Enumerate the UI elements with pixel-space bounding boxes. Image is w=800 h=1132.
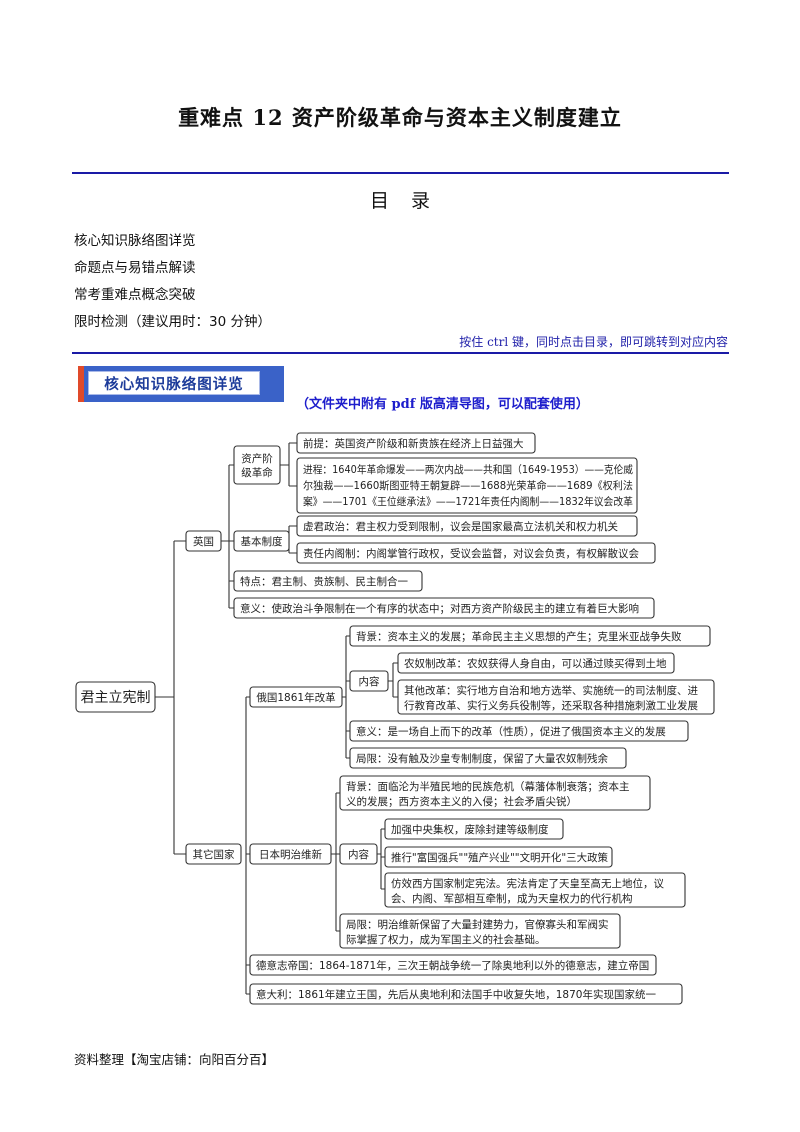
node-japan-limitation-line-1: 局限：明治维新保留了大量封建势力，官僚寡头和军阀实 bbox=[346, 918, 609, 931]
node-other-reform-line-2: 行教育改革、实行义务兵役制等，还采取各种措施刺激工业发展 bbox=[404, 699, 698, 712]
node-cabinet-label: 责任内阁制：内阁掌管行政权，受议会监督，对议会负责，有权解散议会 bbox=[303, 547, 639, 560]
node-russia-content bbox=[349, 670, 389, 692]
node-premise-label: 前提：英国资产阶级和新贵族在经济上日益强大 bbox=[303, 437, 524, 450]
node-italy bbox=[249, 983, 683, 1005]
node-centralize bbox=[384, 818, 564, 840]
node-russia-limitation-label: 局限：没有触及沙皇专制制度，保留了大量农奴制残余 bbox=[356, 752, 608, 765]
node-root-label: 君主立宪制 bbox=[81, 689, 151, 706]
node-russia-content-label: 内容 bbox=[359, 675, 380, 688]
node-japan-background-line-2: 义的发展；西方资本主义的入侵；社会矛盾尖锐） bbox=[346, 795, 577, 808]
node-centralize-label: 加强中央集权，废除封建等级制度 bbox=[391, 823, 549, 836]
node-japan-background bbox=[339, 775, 651, 811]
pdf-tip: （文件夹中附有 pdf 版高清导图，可以配套使用） bbox=[296, 397, 589, 412]
node-root bbox=[75, 681, 156, 713]
toc-item-concepts[interactable]: 常考重难点概念突破 bbox=[74, 287, 196, 303]
node-three-policies-label: 推行"富国强兵""殖产兴业""文明开化"三大政策 bbox=[391, 851, 608, 864]
node-feature bbox=[233, 570, 423, 592]
node-uk-significance bbox=[233, 597, 655, 619]
node-japan-content-label: 内容 bbox=[348, 848, 369, 861]
node-process-line-1: 进程：1640年革命爆发——两次内战——共和国（1649-1953）——克伦威 bbox=[303, 463, 633, 476]
node-russia-limitation bbox=[349, 747, 627, 769]
node-japan-label: 日本明治维新 bbox=[259, 848, 322, 861]
banner-accent bbox=[78, 366, 84, 402]
node-japan-background-line-1: 背景：面临沦为半殖民地的民族危机（幕藩体制衰落；资本主 bbox=[346, 780, 630, 793]
node-others bbox=[185, 843, 242, 865]
ctrl-click-tip: 按住 ctrl 键，同时点击目录，即可跳转到对应内容 bbox=[459, 335, 728, 349]
node-russia-significance-label: 意义：是一场自上而下的改革（性质），促进了俄国资本主义的发展 bbox=[356, 725, 666, 738]
banner-box: 核心知识脉络图详览 bbox=[88, 371, 260, 395]
node-japan-limitation-line-2: 际掌握了权力，成为军国主义的社会基础。 bbox=[346, 933, 546, 946]
node-russia-significance bbox=[349, 720, 689, 742]
node-revolution bbox=[233, 445, 281, 485]
node-italy-label: 意大利：1861年建立王国，先后从奥地利和法国手中收复失地，1870年实现国家统… bbox=[256, 988, 656, 1001]
node-other-reform bbox=[397, 679, 715, 715]
toc-item-mindmap[interactable]: 核心知识脉络图详览 bbox=[74, 233, 196, 249]
node-cabinet bbox=[296, 542, 656, 564]
node-system-label: 基本制度 bbox=[241, 535, 283, 548]
node-process-line-3: 案》——1701《王位继承法》——1721年责任内阁制——1832年议会改革 bbox=[303, 495, 633, 508]
node-uk bbox=[185, 530, 222, 552]
page-title: 重难点 12 资产阶级革命与资本主义制度建立 bbox=[178, 105, 622, 130]
node-russia-background-label: 背景：资本主义的发展；革命民主主义思想的产生；克里米亚战争失败 bbox=[356, 630, 682, 643]
section-banner: 核心知识脉络图详览 bbox=[78, 366, 284, 402]
node-other-reform-line-1: 其他改革：实行地方自治和地方选举、实施统一的司法制度、进 bbox=[404, 684, 698, 697]
banner-label: 核心知识脉络图详览 bbox=[104, 376, 244, 393]
node-germany bbox=[249, 954, 657, 976]
node-feature-label: 特点：君主制、贵族制、民主制合一 bbox=[240, 575, 408, 588]
toc-item-points[interactable]: 命题点与易错点解读 bbox=[74, 260, 196, 276]
node-constitutional bbox=[296, 515, 638, 537]
toc-heading: 目录 bbox=[369, 190, 452, 212]
node-japan bbox=[249, 843, 332, 865]
node-revolution-label-2: 级革命 bbox=[241, 466, 273, 479]
title-divider bbox=[72, 172, 729, 174]
node-uk-label: 英国 bbox=[193, 535, 214, 548]
node-constitution-line-2: 会、内阁、军部相互牵制，成为天皇权力的代行机构 bbox=[391, 892, 633, 905]
node-revolution-label-1: 资产阶 bbox=[241, 452, 273, 465]
node-russia bbox=[249, 686, 343, 708]
toc-divider bbox=[72, 352, 729, 354]
node-serf-reform-label: 农奴制改革：农奴获得人身自由，可以通过赎买得到土地 bbox=[404, 657, 667, 670]
footer-source: 资料整理【淘宝店铺：向阳百分百】 bbox=[74, 1052, 275, 1067]
node-russia-label: 俄国1861年改革 bbox=[256, 691, 335, 704]
node-uk-significance-label: 意义：使政治斗争限制在一个有序的状态中；对西方资产阶级民主的建立有着巨大影响 bbox=[240, 602, 639, 615]
node-japan-limitation bbox=[339, 913, 621, 949]
node-serf-reform bbox=[397, 652, 675, 674]
node-premise bbox=[296, 432, 536, 454]
node-others-label: 其它国家 bbox=[193, 848, 235, 861]
node-three-policies bbox=[384, 846, 613, 868]
node-constitution bbox=[384, 872, 686, 908]
node-process-line-2: 尔独裁——1660斯图亚特王朝复辟——1688光荣革命——1689《权利法 bbox=[303, 479, 633, 492]
node-germany-label: 德意志帝国：1864-1871年，三次王朝战争统一了除奥地利以外的德意志，建立帝… bbox=[256, 959, 649, 972]
node-russia-background bbox=[349, 625, 711, 647]
node-constitution-line-1: 仿效西方国家制定宪法。宪法肯定了天皇至高无上地位，议 bbox=[391, 877, 664, 890]
node-constitutional-label: 虚君政治：君主权力受到限制，议会是国家最高立法机关和权力机关 bbox=[303, 520, 618, 533]
node-japan-content bbox=[339, 843, 378, 865]
node-system bbox=[233, 530, 290, 552]
toc-item-test[interactable]: 限时检测（建议用时：30 分钟） bbox=[74, 314, 271, 330]
node-process bbox=[296, 457, 638, 514]
